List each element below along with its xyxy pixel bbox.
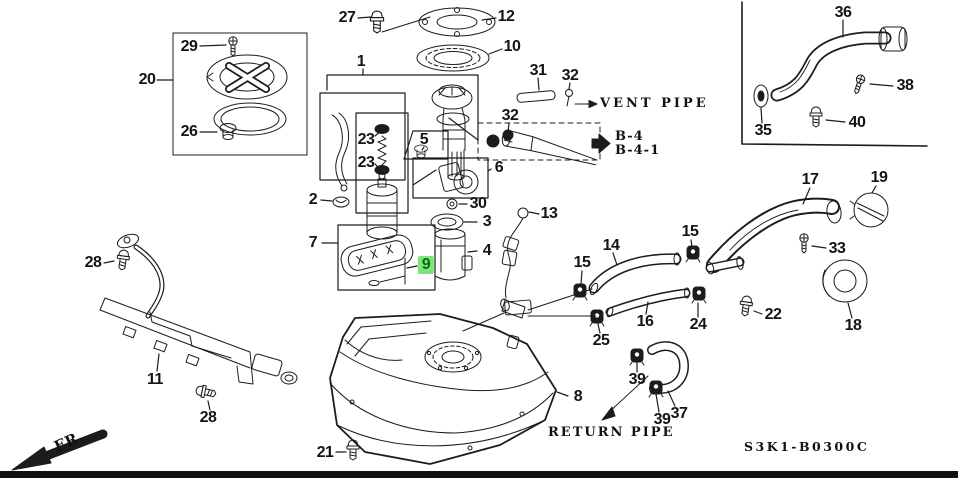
callout-26[interactable]: 26 bbox=[180, 123, 198, 140]
fuel-strainer-drawing bbox=[340, 234, 414, 286]
callout-27[interactable]: 27 bbox=[338, 9, 356, 26]
callout-36[interactable]: 36 bbox=[834, 4, 852, 21]
callout-28[interactable]: 28 bbox=[84, 254, 102, 271]
cover-and-seal-drawing bbox=[172, 32, 308, 156]
callout-16[interactable]: 16 bbox=[636, 313, 654, 330]
callout-8[interactable]: 8 bbox=[573, 388, 583, 405]
return-pipe-arrow bbox=[601, 375, 649, 421]
callout-23[interactable]: 23 bbox=[357, 131, 375, 148]
callout-30[interactable]: 30 bbox=[469, 195, 487, 212]
callout-18[interactable]: 18 bbox=[844, 317, 862, 334]
b4-reference-link[interactable]: B-4 bbox=[615, 129, 644, 144]
callout-6[interactable]: 6 bbox=[494, 159, 504, 176]
tank-protector-strap-drawing bbox=[99, 233, 298, 401]
section-border bbox=[741, 1, 928, 147]
pump-holder-drawing bbox=[438, 162, 479, 195]
callout-17[interactable]: 17 bbox=[801, 171, 819, 188]
callout-14[interactable]: 14 bbox=[602, 237, 620, 254]
diagram-code: S3K1-B0300C bbox=[744, 439, 870, 454]
callout-37[interactable]: 37 bbox=[670, 405, 688, 422]
fuel-tank-drawing bbox=[329, 288, 597, 465]
callout-28[interactable]: 28 bbox=[199, 409, 217, 426]
callout-33[interactable]: 33 bbox=[828, 240, 846, 257]
nut-ring-filter-drawing bbox=[430, 198, 473, 281]
callout-29[interactable]: 29 bbox=[180, 38, 198, 55]
assembly-boxes bbox=[319, 74, 489, 291]
fuel-filler-hose-drawing bbox=[753, 26, 908, 128]
b4-reference-dashed-box bbox=[477, 122, 611, 166]
leader-lines bbox=[103, 16, 894, 453]
callout-15[interactable]: 15 bbox=[681, 223, 699, 240]
callout-32[interactable]: 32 bbox=[561, 67, 579, 84]
callout-31[interactable]: 31 bbox=[529, 62, 547, 79]
vent-pipe-label: VENT PIPE bbox=[600, 96, 709, 111]
callout-35[interactable]: 35 bbox=[754, 122, 772, 139]
b4-1-reference-link[interactable]: B-4-1 bbox=[615, 143, 661, 158]
fuel-gauge-sender-drawing bbox=[462, 207, 532, 332]
callout-20[interactable]: 20 bbox=[138, 71, 156, 88]
callout-4[interactable]: 4 bbox=[482, 242, 492, 259]
callout-23[interactable]: 23 bbox=[357, 154, 375, 171]
vent-pipe-arrow bbox=[574, 100, 598, 108]
fuel-hoses-drawing bbox=[572, 245, 707, 398]
callout-1[interactable]: 1 bbox=[356, 53, 366, 70]
callout-7[interactable]: 7 bbox=[308, 234, 318, 251]
callout-12[interactable]: 12 bbox=[497, 8, 515, 25]
fuel-filler-cap-drawing bbox=[853, 192, 889, 228]
callout-15[interactable]: 15 bbox=[573, 254, 591, 271]
return-pipe-label: RETURN PIPE bbox=[548, 425, 675, 440]
callout-25[interactable]: 25 bbox=[592, 332, 610, 349]
callout-5[interactable]: 5 bbox=[419, 131, 429, 148]
bottom-edge-bar bbox=[0, 471, 958, 478]
fuel-pump-drawing bbox=[366, 172, 398, 240]
callout-38[interactable]: 38 bbox=[896, 77, 914, 94]
callout-13[interactable]: 13 bbox=[540, 205, 558, 222]
callout-39[interactable]: 39 bbox=[653, 411, 671, 428]
callout-3[interactable]: 3 bbox=[482, 213, 492, 230]
callout-40[interactable]: 40 bbox=[848, 114, 866, 131]
callout-32[interactable]: 32 bbox=[501, 107, 519, 124]
b4-reference-arrow bbox=[591, 133, 611, 154]
lock-plate-and-seal-drawing bbox=[369, 7, 496, 72]
callout-21[interactable]: 21 bbox=[316, 444, 334, 461]
callout-9[interactable]: 9 bbox=[417, 256, 435, 274]
callout-2[interactable]: 2 bbox=[308, 191, 318, 208]
callout-19[interactable]: 19 bbox=[870, 169, 888, 186]
callout-11[interactable]: 11 bbox=[147, 371, 163, 388]
fuel-filler-pipe-drawing bbox=[705, 192, 889, 318]
pump-mount-rubbers-drawing bbox=[374, 124, 390, 175]
pump-bracket-drawing bbox=[331, 112, 350, 208]
callout-22[interactable]: 22 bbox=[764, 306, 782, 323]
callout-10[interactable]: 10 bbox=[503, 38, 521, 55]
callout-39[interactable]: 39 bbox=[628, 371, 646, 388]
callout-24[interactable]: 24 bbox=[689, 316, 707, 333]
